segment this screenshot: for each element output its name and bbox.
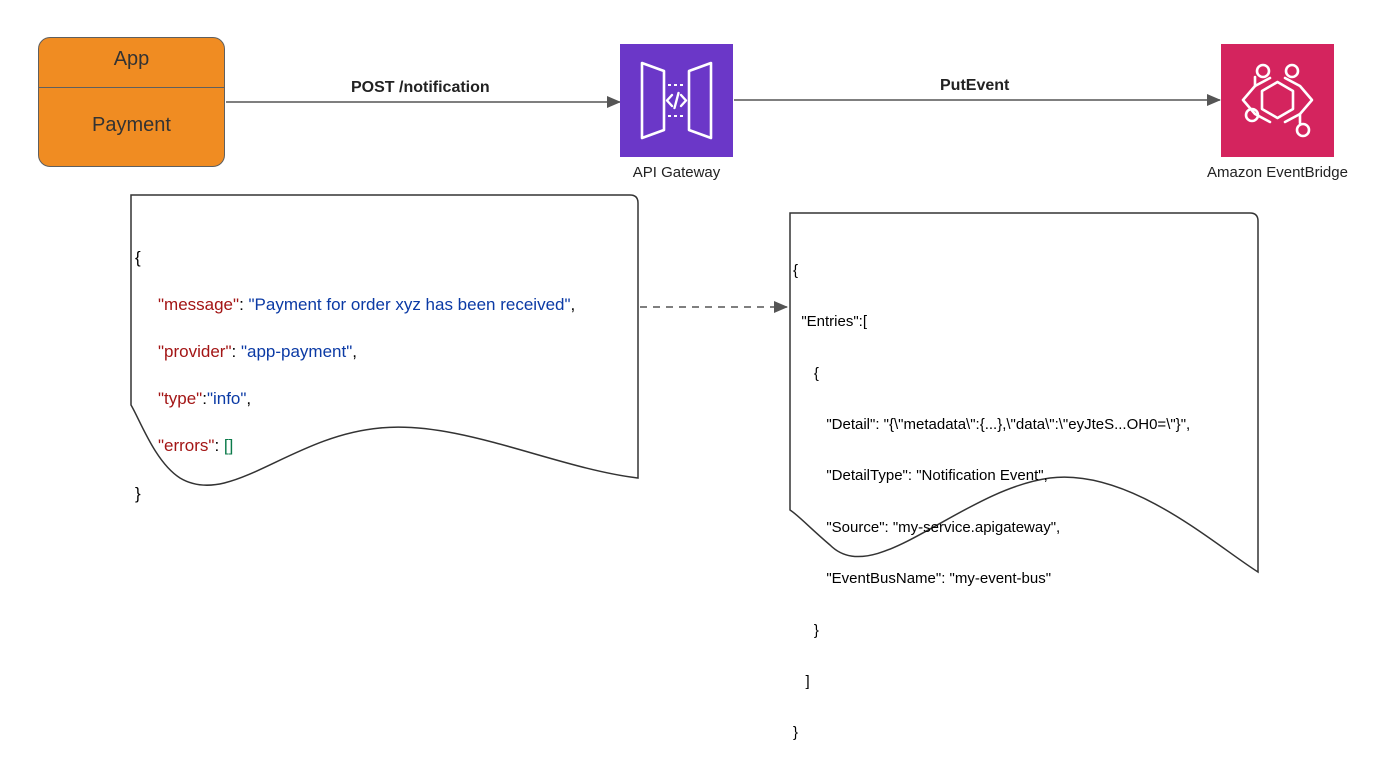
request-json-separator: : [202, 389, 207, 409]
event-json-line: { [793, 364, 819, 382]
request-json-key: "errors" [158, 436, 215, 456]
request-json-key: "message" [158, 294, 240, 314]
event-json-line: "Detail": "{\"metadata\":{...},\"data\":… [793, 415, 1191, 433]
request-json-open-brace: { [135, 247, 141, 267]
request-json-comma: , [246, 389, 252, 409]
event-json-line: "DetailType": "Notification Event", [793, 467, 1048, 485]
event-json-line: } [793, 621, 819, 639]
request-json-value: "info" [206, 389, 247, 409]
request-json-comma: , [352, 341, 357, 361]
app-box-divider [39, 87, 224, 88]
event-json-line: "EventBusName": "my-event-bus" [793, 570, 1052, 588]
request-json-value: "Payment for order xyz has been received… [248, 294, 571, 314]
request-json-line-message: "message": "Payment for order xyz has be… [135, 293, 575, 317]
app-title: App [113, 48, 150, 70]
request-json-separator: : [231, 341, 241, 361]
request-json-comma: , [570, 294, 576, 314]
request-json-line-errors: "errors": [] [135, 434, 575, 458]
event-json-line: { [793, 261, 799, 279]
eventbridge-label: Amazon EventBridge [1207, 164, 1348, 181]
diagram-canvas [130, 94, 1259, 574]
request-json-separator: : [239, 294, 249, 314]
request-json-line-type: "type":"info", [135, 387, 575, 411]
app-subtitle: Payment [92, 114, 171, 136]
request-json-close-brace: } [135, 483, 141, 503]
request-document-shape [130, 194, 639, 486]
request-json: { "message": "Payment for order xyz has … [135, 222, 575, 529]
event-json-line: "Source": "my-service.apigateway", [793, 518, 1061, 536]
eventbridge-icon [1221, 44, 1334, 157]
request-json-key: "type" [158, 389, 203, 409]
event-json: { "Entries":[ { "Detail": "{\"metadata\"… [793, 232, 1190, 772]
request-json-line-provider: "provider": "app-payment", [135, 340, 575, 364]
request-json-key: "provider" [158, 341, 232, 361]
event-document-shape [789, 212, 1259, 574]
event-json-line: } [793, 724, 799, 742]
event-json-line: ] [793, 672, 810, 690]
request-json-separator: : [214, 436, 224, 456]
request-json-value: "app-payment" [240, 341, 353, 361]
api-gateway-icon [620, 44, 733, 157]
put-event-label: PutEvent [940, 77, 1010, 94]
app-payment-box: App Payment [38, 37, 225, 167]
post-notification-label: POST /notification [351, 79, 490, 96]
event-json-line: "Entries":[ [793, 313, 868, 331]
api-gateway-label: API Gateway [632, 164, 721, 181]
request-json-value: [] [223, 436, 234, 456]
